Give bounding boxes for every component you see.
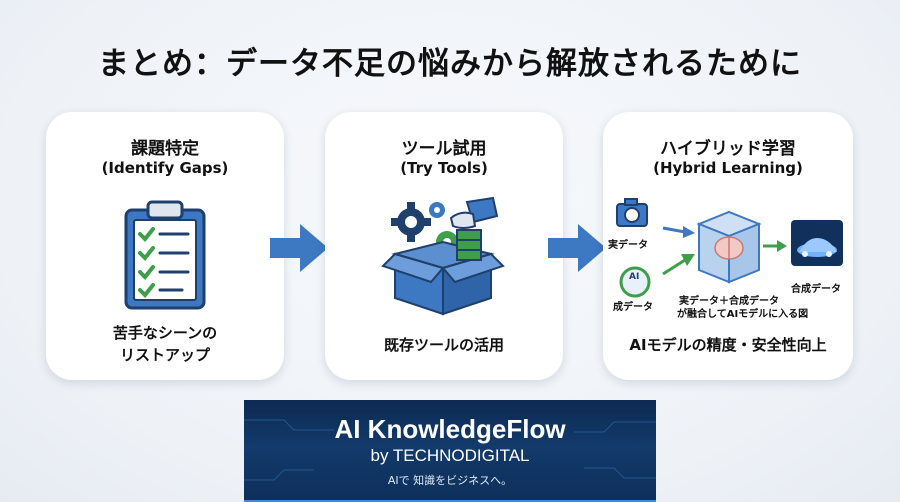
merge-caption-line2: が融合してAIモデルに入る図 — [677, 309, 809, 320]
brand-title: AI KnowledgeFlow — [334, 414, 566, 444]
step-caption-line1: 苦手なシーンの — [112, 324, 218, 342]
ai-model-cube — [696, 210, 762, 284]
brand-tagline: AIで 知識をビジネスへ。 — [387, 474, 513, 487]
step-title: ツール試用 — [401, 139, 487, 159]
camera-icon — [616, 198, 648, 227]
real-data-label: 実データ — [608, 240, 648, 251]
step-title: ハイブリッド学習 — [660, 139, 796, 159]
step-title: 課題特定 — [131, 139, 199, 159]
toolbox-gears-icon — [381, 196, 505, 316]
circuit-pattern — [244, 419, 656, 502]
step-subtitle: (Hybrid Learning) — [653, 159, 803, 177]
ai-badge-icon — [619, 266, 651, 298]
arrow-right-icon — [548, 224, 606, 272]
synthetic-data-label: 成データ — [613, 302, 653, 313]
output-label: 合成データ — [791, 284, 841, 295]
step-card-try-tools: ツール試用 (Try Tools) — [325, 112, 563, 380]
clipboard-checklist-icon — [124, 200, 206, 310]
hybrid-learning-diagram — [616, 198, 843, 298]
arrow-right-icon — [270, 224, 328, 272]
synthetic-car-image — [791, 220, 843, 266]
page-title: まとめ：データ不足の悩みから解放されるために — [98, 46, 802, 82]
step-caption: AIモデルの精度・安全性向上 — [629, 336, 827, 354]
step-card-hybrid-learning: ハイブリッド学習 (Hybrid Learning) — [603, 112, 853, 380]
step-subtitle: (Identify Gaps) — [101, 159, 229, 177]
brand-byline: by TECHNODIGITAL — [370, 446, 530, 465]
brand-banner: AI KnowledgeFlow by TECHNODIGITAL AIで 知識… — [244, 400, 656, 502]
merge-caption-line1: 実データ＋合成データ — [679, 296, 779, 307]
step-caption-line2: リストアップ — [119, 346, 210, 364]
ai-badge-label: AI — [629, 272, 640, 282]
step-card-identify-gaps: 課題特定 (Identify Gaps) 苦手なシーンの リストアップ — [46, 112, 284, 380]
step-subtitle: (Try Tools) — [400, 159, 488, 177]
step-caption: 既存ツールの活用 — [383, 336, 504, 354]
